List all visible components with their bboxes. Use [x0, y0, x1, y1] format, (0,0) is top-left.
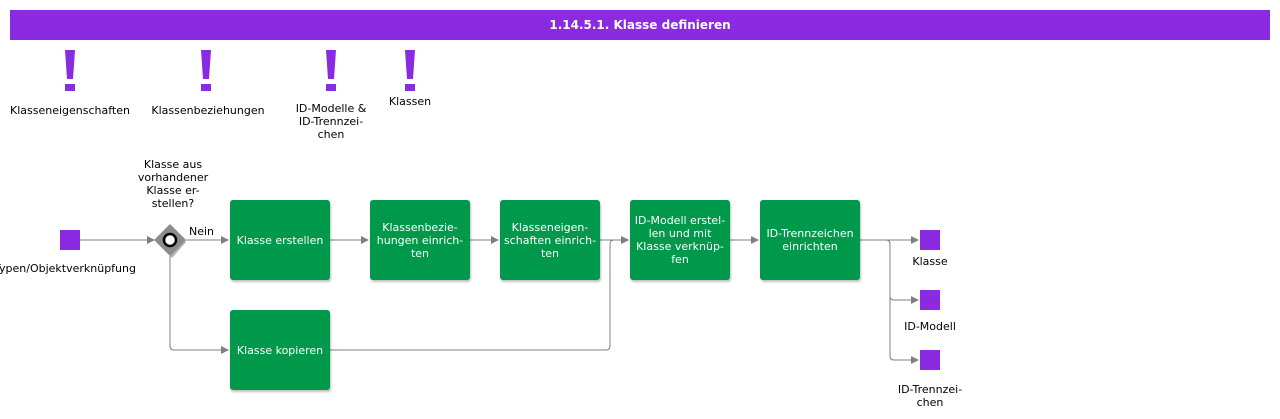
output-label-id-modell: ID-Modell: [904, 320, 956, 333]
flow-gateway-to-copy: [169, 256, 229, 354]
diagram-title: 1.14.5.1. Klasse definieren: [549, 18, 731, 32]
exclamation-icon: [405, 50, 415, 91]
task-klassenbeziehungen[interactable]: Klassenbezie-hungen einrich-ten: [370, 200, 470, 280]
flow-copy-to-idmodel: [330, 236, 629, 351]
exclusive-gateway: [154, 224, 186, 258]
task-klasseneigenschaften[interactable]: Klasseneigen-schaften einrich-ten: [500, 200, 600, 280]
diagram-title-bar: 1.14.5.1. Klasse definieren: [10, 10, 1270, 40]
flow-to-id-trennzeichen: [889, 296, 919, 364]
output-label-klasse: Klasse: [912, 255, 948, 268]
output-label-id-trennzeichen: ID-Trennzei-chen: [897, 383, 963, 409]
output-object-id-trennzeichen[interactable]: [920, 350, 940, 370]
info-label-klasseneigenschaften: Klasseneigenschaften: [10, 104, 130, 117]
output-object-klasse[interactable]: [920, 230, 940, 250]
start-label: Typen/Objektverknüpfung: [0, 262, 136, 275]
exclamation-icon: [65, 50, 75, 91]
task-klasse-erstellen[interactable]: Klasse erstellen: [230, 200, 330, 280]
info-label-klassenbeziehungen: Klassenbeziehungen: [151, 104, 265, 117]
gateway-question: Klasse aus vorhandener Klasse er-stellen…: [137, 158, 209, 210]
task-id-modell[interactable]: ID-Modell erstel-len und mit Klasse verk…: [630, 200, 730, 280]
task-klasse-kopieren[interactable]: Klasse kopieren: [230, 310, 330, 390]
flow-to-id-modell: [885, 239, 919, 304]
output-object-id-modell[interactable]: [920, 290, 940, 310]
info-label-klassen: Klassen: [388, 95, 432, 108]
exclamation-icon: [201, 50, 211, 91]
info-label-id-modelle: ID-Modelle & ID-Trennzei-chen: [295, 102, 367, 141]
gateway-no-label: Nein: [189, 225, 215, 238]
task-id-trennzeichen[interactable]: ID-Trennzeichen einrichten: [760, 200, 860, 280]
input-object-typen[interactable]: [60, 230, 80, 250]
exclamation-icon: [326, 50, 336, 91]
